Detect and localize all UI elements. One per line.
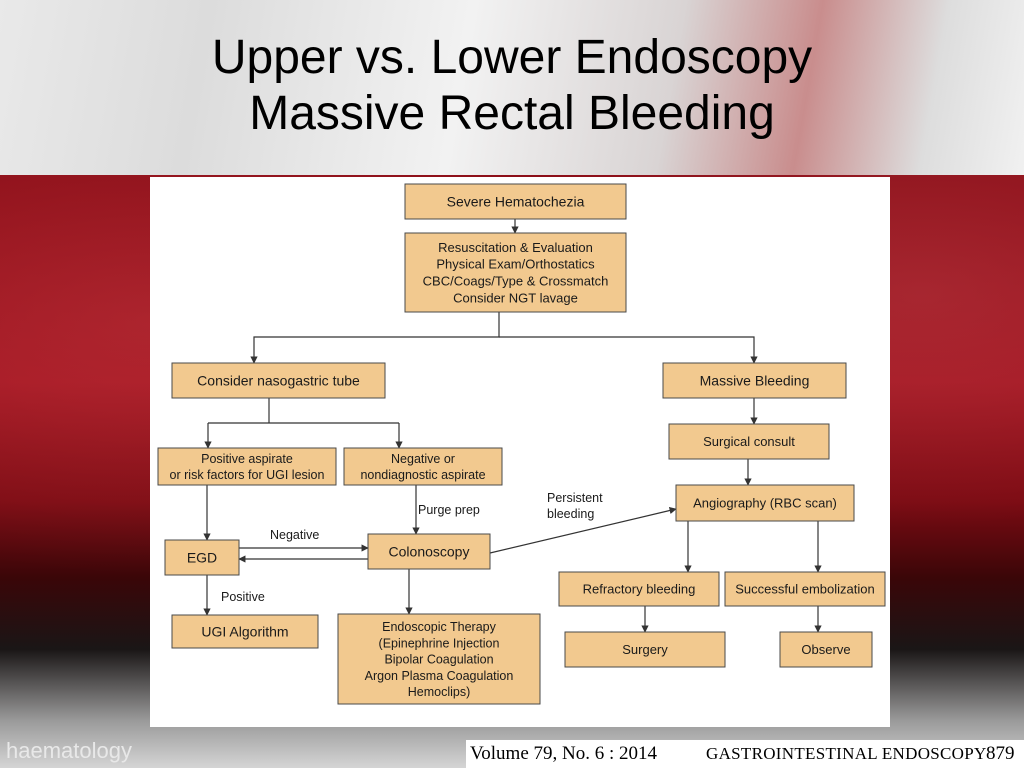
flow-node-text: Consider nasogastric tube [197,373,360,389]
flow-node-observe: Observe [779,631,873,668]
flow-node-box [558,571,720,607]
flow-node-embolization: Successful embolization [724,571,886,607]
edge-label-persistent: Persistent [547,491,603,505]
flow-node-text: Physical Exam/Orthostatics [436,257,595,272]
flow-node-text: Refractory bleeding [583,582,696,597]
flow-node-positive-aspirate: Positive aspirate or risk factors for UGI… [157,447,337,486]
flow-node-box [564,631,726,668]
flow-node-text: Consider NGT lavage [453,291,578,306]
flow-node-text: Argon Plasma Coagulation [365,669,514,683]
edge-label-negative: Negative [270,528,319,542]
flow-node-box [404,232,627,313]
title-line-1: Upper vs. Lower Endoscopy [211,31,813,84]
citation-caption: Volume 79, No. 6 : 2014 GASTROINTESTINAL… [466,740,1024,768]
flow-node-text: Colonoscopy [389,544,470,560]
flow-node-text: Endoscopic Therapy [382,620,496,634]
flow-node-text: Positive aspirate [201,452,293,466]
flow-node-negative-aspirate: Negative or nondiagnostic aspirate [343,447,503,486]
flow-node-text: EGD [187,550,217,566]
flow-node-text: UGI Algorithm [201,624,288,640]
edge-label-purge-prep: Purge prep [418,503,480,517]
watermark-text: haematology [6,738,132,763]
flow-node-massive-bleeding: Massive Bleeding [662,362,847,399]
flow-node-endoscopic-therapy: Endoscopic Therapy (Epinephrine Injection… [337,613,541,705]
flow-node-refractory: Refractory bleeding [558,571,720,607]
flow-node-nasogastric: Consider nasogastric tube [171,362,386,399]
flow-node-text: Resuscitation & Evaluation [438,240,593,255]
flow-node-box [157,447,337,486]
flow-node-text: Massive Bleeding [700,373,810,389]
flow-node-text: Negative or [391,452,455,466]
flow-node-box [779,631,873,668]
flow-node-text: (Epinephrine Injection [379,636,500,650]
flow-node-box [164,539,240,576]
flow-node-text: Surgical consult [703,434,795,449]
flow-node-box [724,571,886,607]
flow-node-box [662,362,847,399]
flow-node-text: Observe [801,642,850,657]
flow-node-surgical-consult: Surgical consult [668,423,830,460]
edge-label-positive: Positive [221,590,265,604]
flow-connector [489,506,677,554]
flow-node-box [404,183,627,220]
edge-label-persistent: bleeding [547,507,594,521]
flow-node-angiography: Angiography (RBC scan) [675,484,855,522]
flow-node-text: Surgery [622,642,668,657]
flow-node-box [675,484,855,522]
citation-volume: Volume 79, No. 6 : 2014 [470,743,658,764]
flow-node-box [367,533,491,570]
citation-journal: GASTROINTESTINAL ENDOSCOPY [706,744,987,763]
flow-node-box [343,447,503,486]
flow-node-text: Hemoclips) [408,685,471,699]
flow-node-text: CBC/Coags/Type & Crossmatch [423,274,609,289]
flow-node-text: Successful embolization [735,582,874,597]
flow-node-box [337,613,541,705]
slide-background-top [0,0,1024,178]
flow-node-text: or risk factors for UGI lesion [170,468,325,482]
flow-node-box [668,423,830,460]
flow-node-egd: EGD [164,539,240,576]
flow-node-severe-hematochezia: Severe Hematochezia [404,183,627,220]
flow-connector [499,336,758,364]
flow-connector [250,312,500,364]
flow-node-box [171,614,319,649]
flow-node-colonoscopy: Colonoscopy [367,533,491,570]
slide-title: Upper vs. Lower Endoscopy Massive Rectal… [0,30,1024,142]
citation-page: 879 [986,743,1015,764]
flow-node-box [171,362,386,399]
flow-node-text: Angiography (RBC scan) [693,496,837,511]
flow-node-text: Bipolar Coagulation [384,653,493,667]
flow-node-ugi-algorithm: UGI Algorithm [171,614,319,649]
title-line-2: Massive Rectal Bleeding [249,87,775,140]
flow-node-surgery: Surgery [564,631,726,668]
flow-node-text: nondiagnostic aspirate [360,468,485,482]
flow-node-text: Severe Hematochezia [447,194,585,210]
